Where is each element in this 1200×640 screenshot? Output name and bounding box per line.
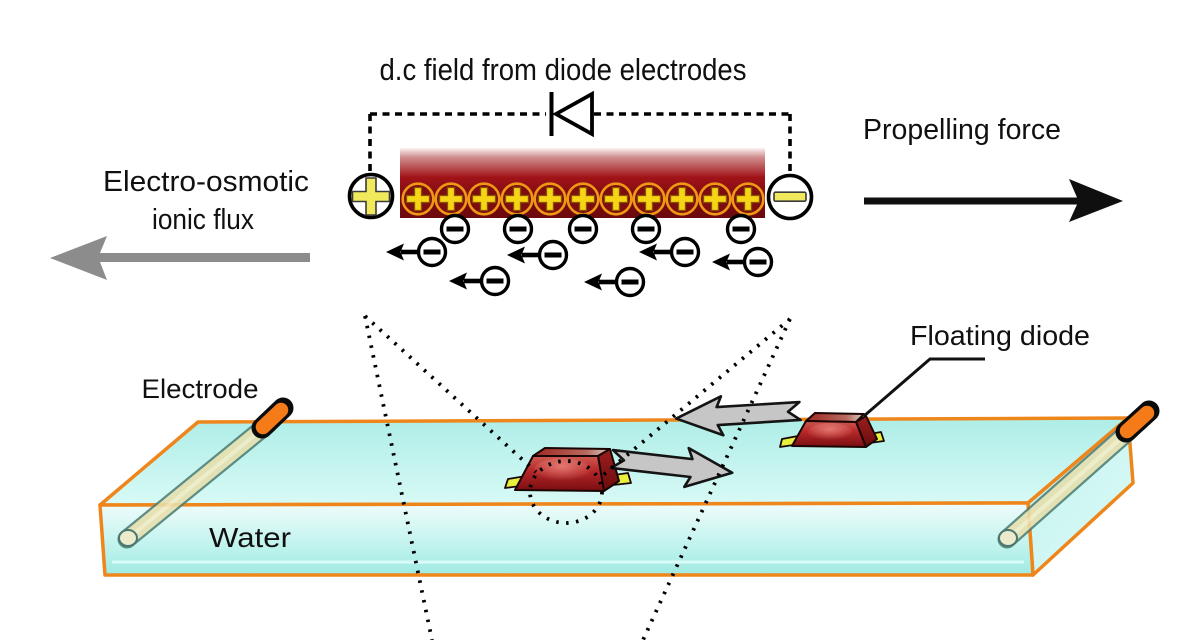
negative-charge	[567, 213, 599, 245]
left-electrode-tip	[251, 397, 294, 439]
left-arrow-head	[639, 243, 657, 261]
left-arrow-head	[507, 246, 525, 264]
negative-charge-moving	[639, 236, 701, 268]
water-label: Water	[209, 522, 291, 553]
negative-charge-moving	[584, 266, 646, 298]
positive-charge	[632, 182, 666, 216]
flux-arrow-left	[674, 394, 802, 437]
left-arrow-shaft	[654, 249, 670, 255]
positive-charge	[500, 182, 534, 216]
left-electrode-tip-bottom	[118, 529, 138, 547]
positive-charge	[665, 182, 699, 216]
positive-charge	[731, 182, 765, 216]
magnifier-cone	[363, 314, 792, 640]
left-electrode	[117, 414, 278, 549]
left-arrow-head	[584, 273, 602, 291]
positive-charge	[698, 182, 732, 216]
negative-charge-moving	[712, 246, 774, 278]
right-floating-diode	[779, 412, 885, 448]
left-arrow-head	[712, 253, 730, 271]
plus-icon	[351, 177, 391, 216]
water-arrows	[609, 394, 802, 489]
propelling-force-arrow	[864, 179, 1123, 222]
negative-charge	[439, 213, 471, 245]
negative-charge-moving	[386, 236, 448, 268]
negative-charge-cloud	[386, 213, 774, 298]
tank-front-face	[98, 501, 1035, 577]
positive-charge	[566, 182, 600, 216]
left-arrow-shaft	[599, 279, 615, 285]
circuit-wire	[368, 112, 792, 173]
positive-charge	[467, 182, 501, 216]
left-arrow-shaft	[727, 259, 743, 265]
negative-charge-moving	[507, 239, 569, 271]
positive-charge	[533, 182, 567, 216]
middle-floating-diode	[504, 447, 632, 492]
left-arrow-shaft	[401, 249, 417, 255]
positive-terminal	[347, 172, 395, 220]
right-electrode-tip-bottom	[998, 529, 1018, 547]
cone-line-inner-right	[600, 317, 792, 478]
right-electrode	[997, 420, 1140, 549]
positive-charge-row	[401, 182, 765, 216]
left-arrow-shaft	[522, 252, 538, 258]
diagram-title: d.c field from diode electrodes	[380, 52, 747, 87]
positive-charge	[434, 182, 468, 216]
negative-charge-moving	[449, 265, 511, 297]
floating-diode-label: Floating diode	[910, 320, 1090, 351]
negative-charge	[630, 213, 662, 245]
diode-symbol	[549, 90, 594, 138]
positive-charge	[599, 182, 633, 216]
right-electrode-tip	[1115, 400, 1160, 443]
propulsion-arrow-right	[609, 446, 734, 489]
eof-arrow-left	[50, 236, 310, 280]
negative-charge	[725, 213, 757, 245]
negative-charge	[502, 213, 534, 245]
eof-label-line2: ionic flux	[152, 204, 254, 236]
eof-label-line1: Electro-osmotic	[103, 166, 309, 198]
left-arrow-shaft	[464, 278, 480, 284]
magnified-region-ellipse	[528, 459, 604, 525]
propelling-force-label: Propelling force	[863, 114, 1061, 146]
positive-charge	[401, 182, 435, 216]
floating-diode-leader-line	[863, 357, 985, 418]
negative-terminal	[766, 173, 814, 221]
minus-icon	[773, 191, 807, 202]
left-arrow-head	[449, 272, 467, 290]
electrode-label: Electrode	[142, 374, 259, 404]
left-arrow-head	[386, 243, 404, 261]
